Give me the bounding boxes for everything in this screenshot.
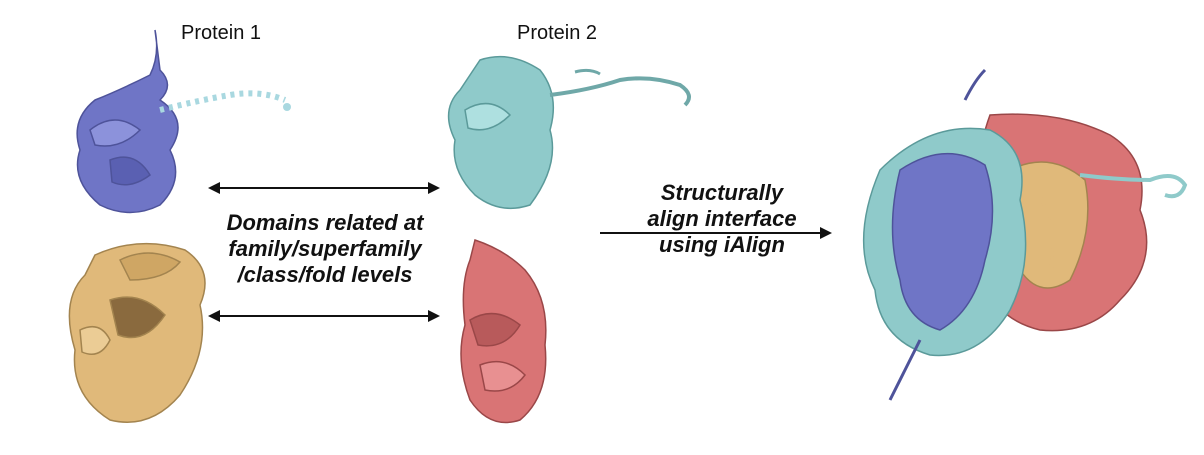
relation-line-3: /class/fold levels — [237, 262, 413, 287]
protein-1-label: Protein 1 — [181, 22, 262, 44]
domain-relation-text: Domains related at family/superfamily /c… — [205, 210, 445, 288]
protein-2-domain-b-structure — [460, 239, 547, 424]
align-line-2: align interface — [647, 206, 797, 231]
protein-2-label: Protein 2 — [517, 22, 598, 44]
relation-line-2: family/superfamily — [228, 236, 422, 261]
relation-line-1: Domains related at — [226, 210, 424, 235]
protein-1-domain-a-structure — [76, 29, 291, 214]
protein-1-domain-b-structure — [68, 242, 206, 423]
protein-2-domain-a-structure — [447, 55, 691, 210]
aligned-complex-structure — [862, 68, 1188, 401]
align-line-3: using iAlign — [659, 232, 785, 257]
align-line-1: Structurally — [660, 180, 784, 205]
align-interface-text: Structurally align interface using iAlig… — [612, 180, 832, 258]
